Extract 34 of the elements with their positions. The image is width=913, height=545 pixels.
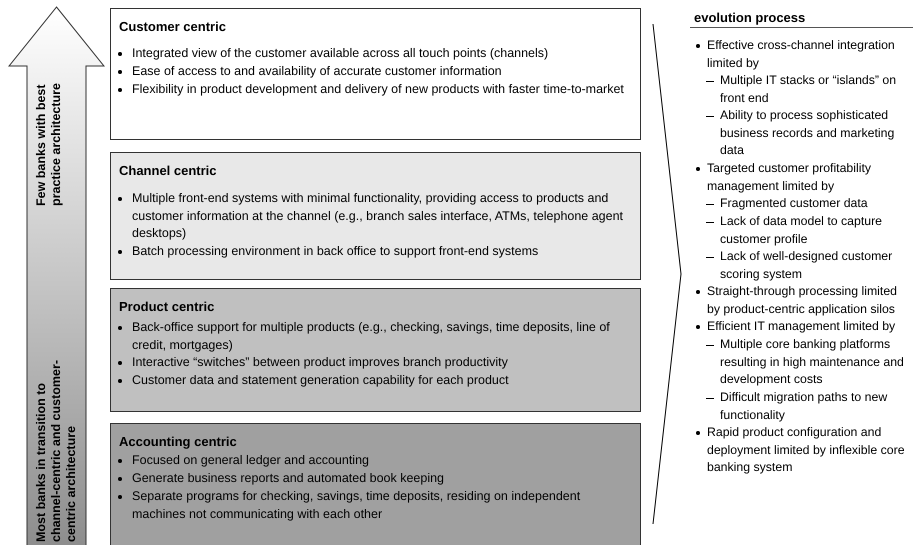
stage-box	[110, 288, 641, 412]
sub-bullet-text: Lack of well-designed customer scoring system	[705, 248, 913, 284]
sub-bullet-text: Fragmented customer data	[705, 195, 913, 213]
bullet-text: Generate business reports and automated book keeping	[116, 470, 637, 488]
sub-bullet-text: Difficult migration paths to new functionality	[705, 389, 913, 424]
stage-heading: Channel centric	[119, 163, 217, 178]
sub-bullet-text: Lack of data model to capture customer profile	[705, 213, 913, 248]
bullet-text: Integrated view of the customer available across all touch points (channels)	[116, 45, 637, 63]
stage-heading: Customer centric	[119, 19, 226, 34]
sub-bullet-text: Multiple IT stacks or “islands” on front end	[705, 72, 913, 108]
stage-box	[110, 152, 641, 280]
arrow-text: Most banks in transition to channel-centric and customer-centric architecture	[34, 359, 79, 542]
bullet-text: Back-office support for multiple products (e.g., checking, savings, time deposits, line of credit, mortgages)	[116, 319, 637, 354]
stage-box	[110, 423, 641, 545]
bullet-text: Effective cross-channel integration limited by	[694, 37, 913, 72]
bullet-text: Straight-through processing limited by product-centric application silos	[694, 283, 913, 318]
column-heading: evolution process	[694, 9, 806, 27]
stage-heading: Accounting centric	[119, 434, 237, 449]
bullet-text: Multiple front-end systems with minimal functionality, providing access to products and customer information at the channel (e.g., branch sales interface, ATMs, telephone agent desktops)	[116, 190, 637, 244]
stage-heading: Product centric	[119, 299, 214, 314]
bullet-text: Targeted customer profitability management limited by	[694, 160, 913, 196]
bullet-text: Batch processing environment in back office to support front-end systems	[116, 243, 637, 261]
sub-bullet-text: Multiple core banking platforms resulting in high maintenance and development costs	[705, 336, 913, 390]
bullet-text: Ease of access to and availability of accurate customer information	[116, 63, 637, 81]
bullet-text: Rapid product configuration and deployment limited by inflexible core banking system	[694, 424, 913, 478]
bullet-text: Flexibility in product development and delivery of new products with faster time-to-market	[116, 81, 637, 99]
bullet-text: Customer data and statement generation capability for each product	[116, 372, 637, 390]
sub-bullet-text: Ability to process sophisticated business records and marketing data	[705, 107, 913, 160]
bullet-text: Interactive “switches” between product improves branch productivity	[116, 354, 637, 372]
stage-box	[110, 8, 641, 140]
bullet-text: Focused on general ledger and accounting	[116, 452, 637, 470]
bullet-text: Efficient IT management limited by	[694, 318, 913, 336]
bullet-text: Separate programs for checking, savings, time deposits, residing on independent machines not communicating with each other	[116, 488, 637, 524]
arrow-text: Few banks with best practice architecture	[34, 82, 64, 206]
